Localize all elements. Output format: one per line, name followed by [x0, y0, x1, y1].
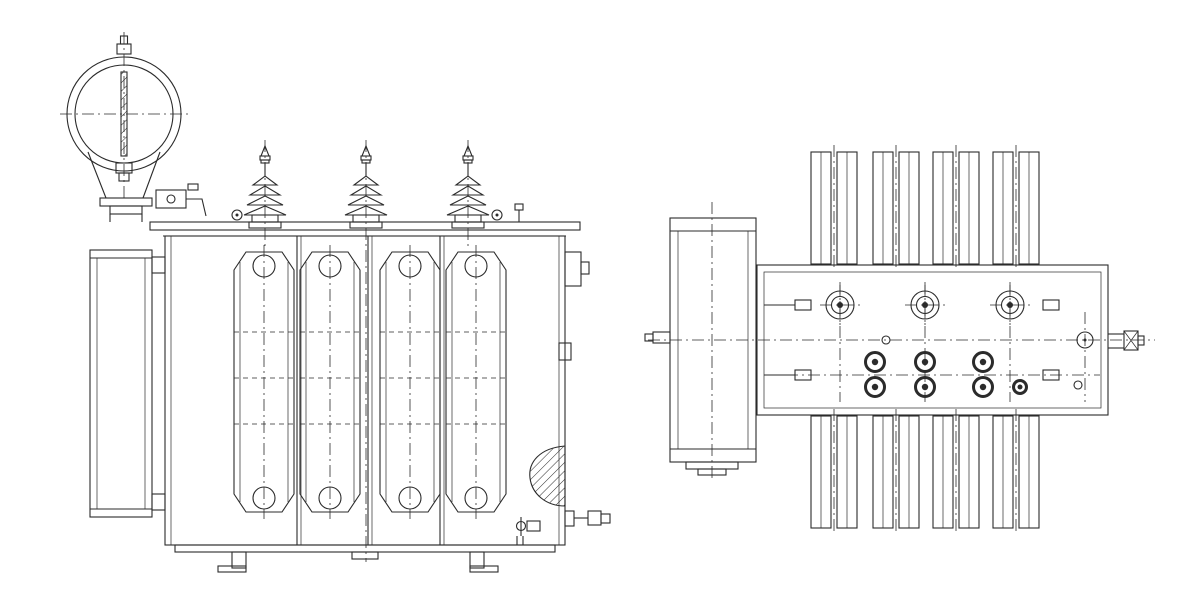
hv-bushing-2 — [344, 139, 388, 251]
center-jack-pad — [351, 551, 379, 560]
gauge-pipe — [186, 198, 207, 217]
fin-bank-top-3 — [932, 144, 980, 271]
conservator-plan — [644, 217, 757, 476]
wall-box — [558, 342, 572, 361]
right-wall-fittings — [515, 251, 611, 536]
hatched-detail-region — [529, 445, 566, 507]
hv-turret-2 — [904, 284, 946, 326]
radiator-panel-2 — [299, 244, 361, 520]
fin-bank-top-2 — [872, 144, 920, 271]
relay-box — [155, 189, 187, 209]
fin-bank-bottom-3 — [932, 408, 980, 535]
lv-terminal-3b — [972, 376, 994, 398]
lv-terminal-1a — [864, 351, 886, 373]
radiator-panel-3 — [379, 244, 441, 520]
drain-valve — [587, 510, 602, 526]
radiator-stub-bottom — [151, 493, 166, 511]
lifting-lug-right — [491, 209, 503, 221]
cover-bolt — [514, 203, 524, 211]
top-plan-view — [644, 144, 1155, 535]
conservator-gauge — [60, 32, 207, 222]
skid-leg-left — [231, 551, 247, 569]
fin-bank-top-1 — [810, 144, 858, 271]
lv-terminal-small — [1012, 379, 1028, 395]
lv-terminal-1b — [864, 376, 886, 398]
drain-flange — [564, 510, 575, 527]
small-boss-1 — [881, 335, 891, 345]
radiator-panel-1 — [233, 244, 295, 520]
skid-toe-left — [217, 565, 247, 573]
gauge-boss — [1076, 331, 1094, 349]
skid-leg-right — [469, 551, 485, 569]
support-arm-right — [142, 151, 161, 199]
tank-body — [164, 235, 566, 546]
conservator-valve — [652, 331, 671, 344]
tank-cover — [149, 203, 581, 237]
base-assembly — [174, 536, 556, 573]
fin-bank-top-4 — [992, 144, 1040, 271]
gauge-bracket — [99, 197, 153, 207]
small-boss-2 — [1073, 380, 1083, 390]
radiator-stub-top — [151, 256, 166, 274]
hv-bushing-1 — [243, 139, 287, 251]
hv-turret-1 — [819, 284, 861, 326]
side-valve-bracket — [1108, 330, 1145, 351]
tank-plan — [756, 264, 1109, 416]
hv-bushing-3 — [446, 139, 490, 251]
skid-toe-right — [469, 565, 499, 573]
mounting-pads — [764, 299, 1060, 381]
front-elevation-view — [60, 32, 611, 573]
lv-terminal-3a — [972, 351, 994, 373]
radiator-panel-4 — [445, 244, 507, 520]
fin-bank-bottom-4 — [992, 408, 1040, 535]
fin-bank-bottom-2 — [872, 408, 920, 535]
gauge-level-rod — [120, 71, 128, 157]
lifting-lug-left — [231, 209, 243, 221]
bottom-valve — [515, 520, 527, 532]
wall-bracket — [564, 251, 582, 287]
fin-bank-bottom-1 — [810, 408, 858, 535]
hv-turret-3 — [989, 284, 1031, 326]
side-radiator-edge — [89, 249, 166, 518]
support-arm-left — [87, 151, 107, 199]
